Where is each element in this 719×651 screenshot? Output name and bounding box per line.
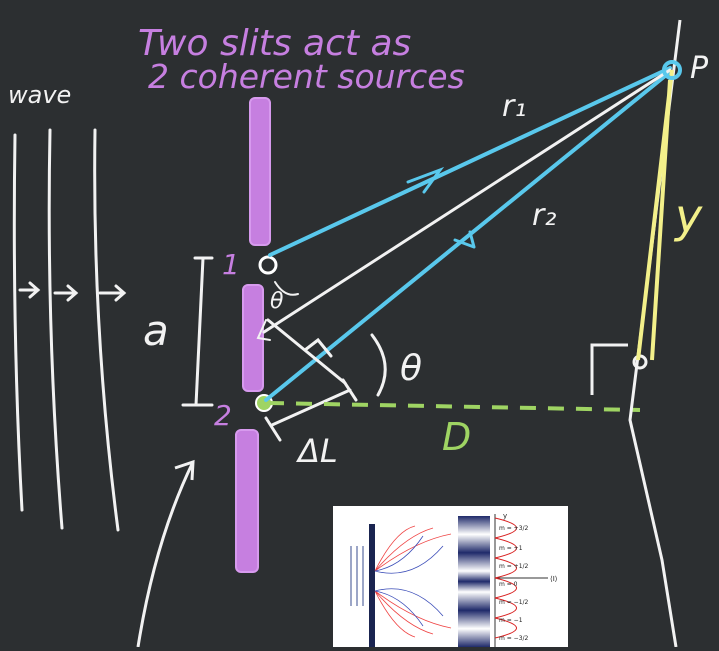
inset-plane-waves [350,546,364,606]
y-marker [636,69,674,361]
inset-y-label: y [503,512,507,520]
inset-wave-arcs-red [374,525,452,638]
title-line-1: Two slits act as [138,23,411,64]
inset-wave-arcs-blue [374,535,444,627]
distance-label: D [442,415,471,459]
ray-r1-arrow [406,166,445,194]
ray-r1 [268,66,672,257]
inset-order-2: m = +1 [499,545,523,552]
inset-order-5: m = −1/2 [499,599,529,606]
theta-label: θ [400,348,422,389]
incoming-wavefronts [12,128,127,532]
y-label: y [673,189,703,243]
inset-order-4: m = 0 [499,581,518,588]
right-angle-mark [590,343,628,395]
ray-r2-arrow [453,230,476,249]
center-line [262,68,672,334]
angle-arc-small [274,281,299,296]
inset-order-7: m = −3/2 [499,635,529,642]
separation-bracket [181,256,214,407]
slit-2-label: 2 [214,399,232,432]
angle-arc [370,333,387,397]
inset-i-label: ⟨I⟩ [550,575,558,583]
point-label: P [690,51,709,86]
r2-label: r₂ [532,198,556,233]
inset-fringes [458,516,490,647]
pointer-arrow [136,459,195,647]
title-line-2: 2 coherent sources [148,57,465,96]
rays [256,66,672,402]
wave-arrow-3 [98,284,127,302]
path-difference [264,318,358,442]
slit-1-label: 1 [222,248,240,281]
inset-order-3: m = +1/2 [499,563,529,570]
barrier-bottom [235,429,259,573]
wavefront-2 [47,128,64,530]
wavefront-3 [93,128,120,532]
slit-1-marker [258,255,278,275]
inset-intensity-curve [494,517,517,639]
path-diff-label: ΔL [295,432,338,470]
wave-arrow-2 [53,284,79,302]
slit-barrier [235,97,271,573]
inset-barrier [369,524,375,647]
wave-arrow-1 [18,281,41,299]
center-arrow [256,319,271,341]
interference-pattern-figure: y ⟨I⟩ m = +3/2 m = +1 m = +1/2 m = 0 m =… [350,512,558,647]
point-p-marker [662,60,682,80]
barrier-top [249,97,271,246]
separation-label: a [143,306,169,355]
interference-pattern-inset: y ⟨I⟩ m = +3/2 m = +1 m = +1/2 m = 0 m =… [333,506,568,647]
wavefront-1 [12,133,24,512]
ray-r2 [264,70,672,402]
r1-label: r₁ [502,89,526,124]
wave-label: wave [8,81,71,109]
inset-order-6: m = −1 [499,617,523,624]
theta-small-label: θ [270,289,284,314]
distance-line [267,401,641,412]
inset-order-1: m = +3/2 [499,525,529,532]
